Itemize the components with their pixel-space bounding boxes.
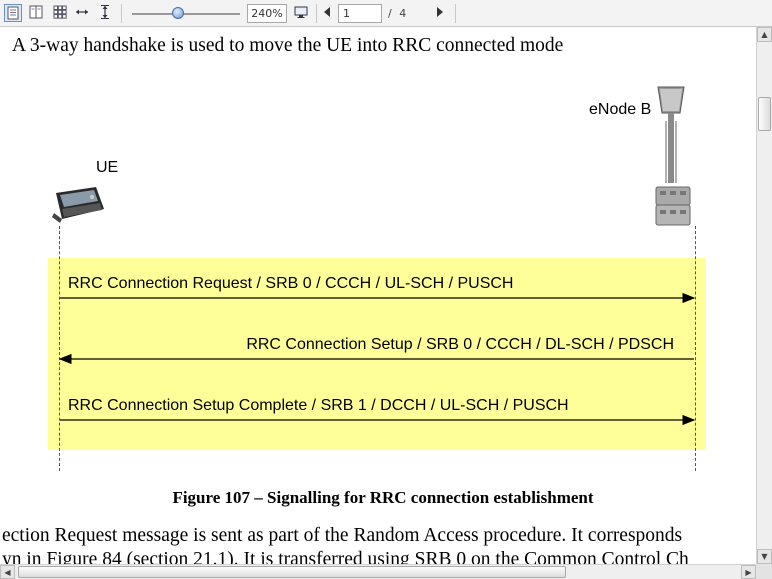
vertical-scrollbar[interactable]: ▲ ▼ <box>756 27 772 564</box>
message-sequence-box <box>48 258 706 450</box>
page-number-input[interactable]: 1 <box>338 4 382 23</box>
horizontal-scrollbar[interactable]: ◀ ▶ <box>0 564 756 579</box>
fit-height-icon <box>101 5 109 19</box>
facing-pages-icon <box>29 5 43 19</box>
triangle-left-icon <box>324 7 330 17</box>
zoom-level-field[interactable]: 240% <box>247 4 287 23</box>
horizontal-scroll-thumb[interactable] <box>18 566 566 578</box>
message-label: RRC Connection Setup Complete / SRB 1 / … <box>68 397 569 414</box>
paragraph-text: A 3-way handshake is used to move the UE… <box>12 35 564 56</box>
ue-label: UE <box>96 159 119 176</box>
fit-width-button[interactable] <box>74 4 92 22</box>
enodeb-label: eNode B <box>589 101 652 118</box>
message-arrows <box>58 292 696 426</box>
base-station-icon <box>655 86 691 226</box>
triangle-right-icon <box>437 7 443 17</box>
page-count: / 4 <box>388 7 407 20</box>
fullscreen-button[interactable] <box>293 4 311 22</box>
document-viewport[interactable]: A 3-way handshake is used to move the UE… <box>0 27 756 564</box>
scroll-right-button[interactable]: ▶ <box>741 565 756 579</box>
single-page-icon <box>7 6 19 20</box>
paragraph-text: ection Request message is sent as part o… <box>2 525 683 546</box>
single-page-view-button[interactable] <box>4 4 22 22</box>
vertical-scroll-thumb[interactable] <box>758 97 771 131</box>
ue-lifeline <box>59 226 60 471</box>
message-label: RRC Connection Setup / SRB 0 / CCCH / DL… <box>246 336 674 353</box>
facing-pages-view-button[interactable] <box>28 4 46 22</box>
toolbar-separator <box>121 4 122 23</box>
scroll-up-button[interactable]: ▲ <box>757 27 772 42</box>
mobile-phone-icon <box>52 187 104 223</box>
paragraph-text: yn in Figure 84 (section 21.1). It is tr… <box>2 549 689 564</box>
scroll-left-button[interactable]: ◀ <box>0 565 15 579</box>
document-page: A 3-way handshake is used to move the UE… <box>2 27 750 564</box>
toolbar-separator <box>316 4 317 23</box>
message-label: RRC Connection Request / SRB 0 / CCCH / … <box>68 275 514 292</box>
monitor-icon <box>294 6 308 18</box>
enodeb-lifeline <box>695 226 696 471</box>
thumbnails-view-button[interactable] <box>52 4 70 22</box>
zoom-slider-track[interactable] <box>132 13 240 15</box>
viewer-toolbar: 240% 1 / 4 <box>0 0 772 27</box>
scroll-down-button[interactable]: ▼ <box>757 549 772 564</box>
next-page-button[interactable] <box>432 4 450 22</box>
figure-caption: Figure 107 – Signalling for RRC connecti… <box>172 488 594 507</box>
previous-page-button[interactable] <box>319 4 337 22</box>
scrollbar-corner <box>756 564 772 579</box>
fit-height-button[interactable] <box>97 4 115 22</box>
zoom-slider-thumb[interactable] <box>172 7 184 19</box>
fit-width-icon <box>76 9 88 15</box>
toolbar-separator <box>455 4 456 23</box>
thumbnails-grid-icon <box>53 5 67 19</box>
